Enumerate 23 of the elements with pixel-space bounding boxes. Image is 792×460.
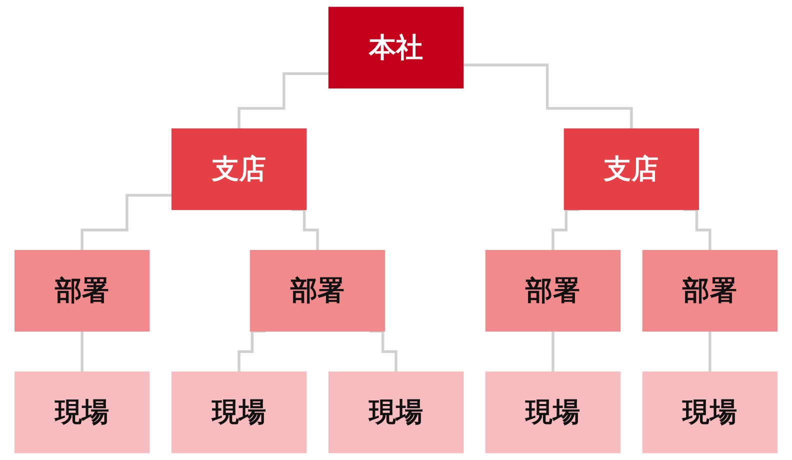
node-box: 現場 (328, 372, 464, 454)
node-box: 現場 (642, 372, 778, 454)
connector (370, 330, 398, 374)
node-box: 現場 (171, 372, 307, 454)
node-box: 部署 (485, 250, 621, 332)
connector (291, 208, 319, 252)
node-box: 支店 (564, 128, 700, 210)
connector (708, 330, 712, 374)
node-box: 部署 (250, 250, 386, 332)
node-box: 現場 (14, 372, 150, 454)
node-box: 現場 (485, 372, 621, 454)
connector (80, 330, 84, 374)
connector (238, 72, 329, 130)
connector (552, 208, 580, 252)
node-box: 部署 (14, 250, 150, 332)
connector (238, 330, 266, 374)
node-box: 本社 (328, 6, 464, 88)
node-box: 部署 (642, 250, 778, 332)
connector (684, 208, 712, 252)
connector (463, 64, 633, 130)
connector (80, 194, 172, 252)
connector (552, 330, 554, 374)
node-box: 支店 (171, 128, 307, 210)
